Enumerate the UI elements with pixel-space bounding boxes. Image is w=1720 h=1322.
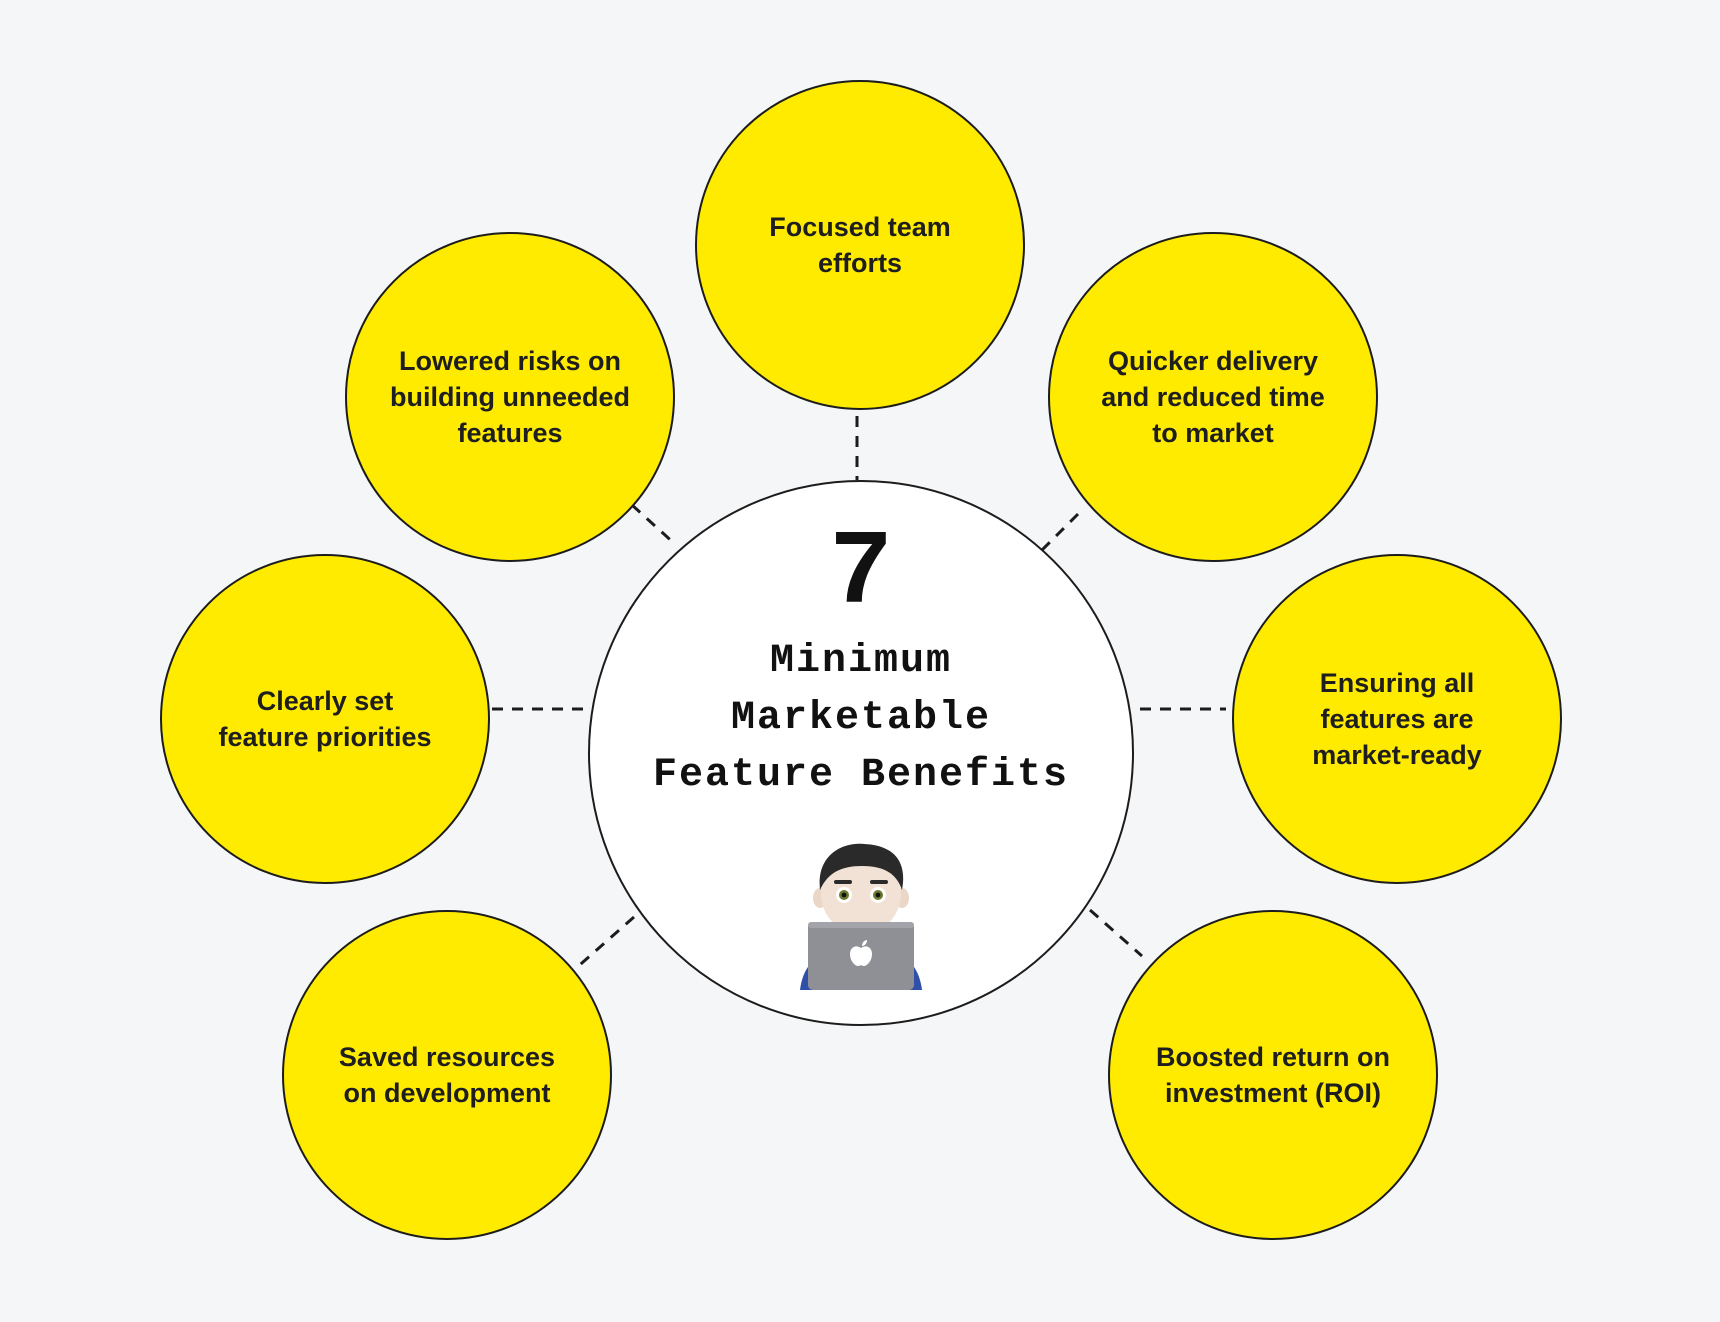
benefit-label: Ensuring all features are market-ready bbox=[1312, 668, 1482, 770]
center-hub: 7 Minimum Marketable Feature Benefits bbox=[588, 480, 1134, 1026]
connector-boosted-roi bbox=[1089, 908, 1143, 958]
benefit-feature-priorities: Clearly set feature priorities bbox=[160, 554, 490, 884]
benefit-boosted-roi: Boosted return on investment (ROI) bbox=[1108, 910, 1438, 1240]
connector-quicker-delivery bbox=[1039, 512, 1080, 553]
benefit-label: Focused team efforts bbox=[769, 212, 951, 278]
benefit-label: Clearly set feature priorities bbox=[218, 686, 432, 752]
benefit-label: Saved resources on development bbox=[338, 1042, 556, 1108]
benefit-label: Boosted return on investment (ROI) bbox=[1156, 1042, 1390, 1108]
benefit-lowered-risks: Lowered risks on building unneeded featu… bbox=[345, 232, 675, 562]
connector-lowered-risks bbox=[630, 503, 678, 547]
benefit-count: 7 bbox=[829, 513, 893, 634]
connector-saved-resources bbox=[573, 915, 635, 972]
benefit-saved-resources: Saved resources on development bbox=[282, 910, 612, 1240]
benefit-label: Quicker delivery and reduced time to mar… bbox=[1101, 346, 1325, 448]
benefit-quicker-delivery: Quicker delivery and reduced time to mar… bbox=[1048, 232, 1378, 562]
developer-with-laptop-icon bbox=[800, 843, 922, 990]
benefit-label: Lowered risks on building unneeded featu… bbox=[390, 346, 630, 448]
benefit-market-ready: Ensuring all features are market-ready bbox=[1232, 554, 1562, 884]
center-title: Minimum Marketable Feature Benefits bbox=[652, 638, 1070, 798]
benefit-focused-team-efforts: Focused team efforts bbox=[695, 80, 1025, 410]
